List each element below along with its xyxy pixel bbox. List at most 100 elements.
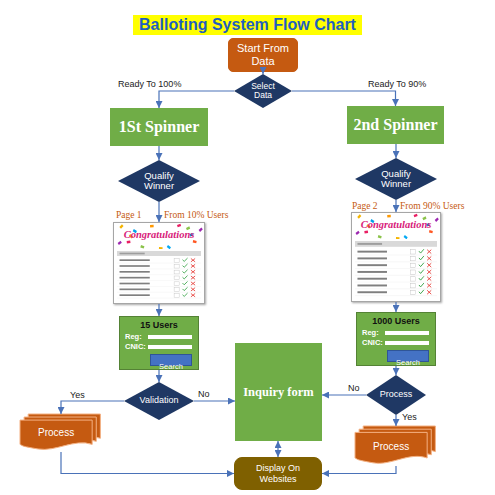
banner-text: Congratulations (352, 219, 440, 230)
number-cell (357, 264, 387, 266)
diamond-shape (118, 160, 200, 202)
row-box (411, 277, 416, 281)
cross-mark (427, 277, 431, 281)
check-mark (183, 258, 188, 261)
flow-connector (395, 415, 396, 426)
button-text: Search (396, 358, 420, 367)
field-label: Reg: (125, 332, 142, 341)
field-label: CNIC: (362, 338, 383, 347)
confetti (199, 227, 203, 231)
cross-mark (427, 256, 431, 260)
start-box: Start From Data (228, 38, 298, 72)
confetti (429, 230, 433, 233)
cross-mark (427, 290, 431, 294)
row-box (411, 250, 416, 254)
edge-label: Ready To 90% (368, 79, 426, 89)
spinner-box: 1St Spinner (110, 108, 208, 146)
flow-connector (158, 146, 159, 160)
decision-diamond: Process (366, 375, 426, 415)
number-cell (120, 294, 150, 296)
input-field (148, 345, 192, 349)
search-form-box: 1000 UsersReg:CNIC:Search (356, 312, 436, 366)
check-mark (419, 249, 424, 253)
flow-connector (395, 302, 396, 312)
edge-label: Yes (402, 412, 417, 422)
row-box (411, 256, 416, 260)
confetti (193, 240, 197, 243)
row-line (117, 298, 201, 299)
decision-diamond: Validation (124, 382, 194, 420)
table-header (355, 241, 437, 247)
flow-connector (262, 72, 263, 74)
check-mark (419, 283, 424, 287)
row-box (174, 282, 179, 286)
row-line (355, 268, 437, 269)
confetti (435, 217, 439, 221)
number-cell (357, 291, 387, 293)
number-cell (120, 259, 150, 261)
confetti (396, 237, 400, 239)
confetti (167, 245, 171, 249)
number-cell (357, 271, 387, 273)
row-box (411, 290, 416, 294)
check-mark (419, 256, 424, 260)
row-box (411, 263, 416, 267)
winner-screen: Congratulations (113, 222, 205, 304)
text-wrap: 1St Spinner (111, 109, 207, 145)
text-wrap: Qualify Winner (355, 158, 437, 200)
check-mark (419, 276, 424, 280)
check-mark (183, 264, 188, 267)
title-row: Balloting System Flow Chart (0, 15, 495, 35)
decision-diamond: Qualify Winner (355, 158, 437, 200)
confetti (356, 231, 360, 235)
edge-label: No (348, 383, 360, 393)
decision-diamond: Select Data (234, 74, 292, 108)
header-field (357, 243, 382, 245)
search-form-box: 15 UsersReg:CNIC:Search (119, 316, 199, 370)
table-header (117, 251, 201, 256)
page-note: From 90% Users (400, 201, 464, 211)
input-field (385, 331, 429, 335)
diamond-shape (355, 158, 437, 200)
text-wrap: 2nd Spinner (348, 107, 443, 143)
confetti (414, 214, 418, 218)
cross-mark (191, 294, 195, 297)
confetti (119, 224, 123, 229)
number-cell (357, 278, 387, 280)
row-line (117, 263, 201, 264)
input-field (148, 335, 192, 339)
node-text: Process (373, 441, 409, 452)
flow-connector (322, 466, 396, 474)
page-note: Page 2 (352, 201, 378, 211)
row-line (355, 255, 437, 256)
input-field (385, 341, 429, 345)
row-line (355, 282, 437, 283)
flow-connector (158, 304, 159, 316)
check-mark (183, 281, 188, 284)
banner-text: Congratulations (114, 229, 204, 240)
row-line (355, 295, 437, 296)
confetti (364, 230, 368, 233)
node-text: 1St Spinner (116, 118, 202, 136)
edge-label: No (198, 389, 210, 399)
button-text: Search (159, 362, 183, 371)
flow-connector (322, 394, 366, 395)
row-box (174, 259, 179, 263)
flow-connector (277, 441, 278, 457)
flow-connector (158, 370, 159, 382)
row-line (355, 288, 437, 289)
row-line (355, 261, 437, 262)
number-cell (357, 251, 387, 253)
text-wrap: Process (20, 422, 92, 445)
confetti (150, 225, 154, 228)
users-count: 1000 Users (357, 316, 435, 326)
text-wrap: Validation (124, 382, 194, 420)
cross-mark (427, 284, 431, 288)
edge-label: Yes (70, 390, 85, 400)
document-shape (20, 420, 92, 449)
check-mark (419, 290, 424, 294)
confetti (404, 235, 408, 239)
diamond-shape (366, 375, 426, 415)
node-text: Qualify Winner (129, 171, 190, 192)
diamond-shape (124, 382, 194, 420)
